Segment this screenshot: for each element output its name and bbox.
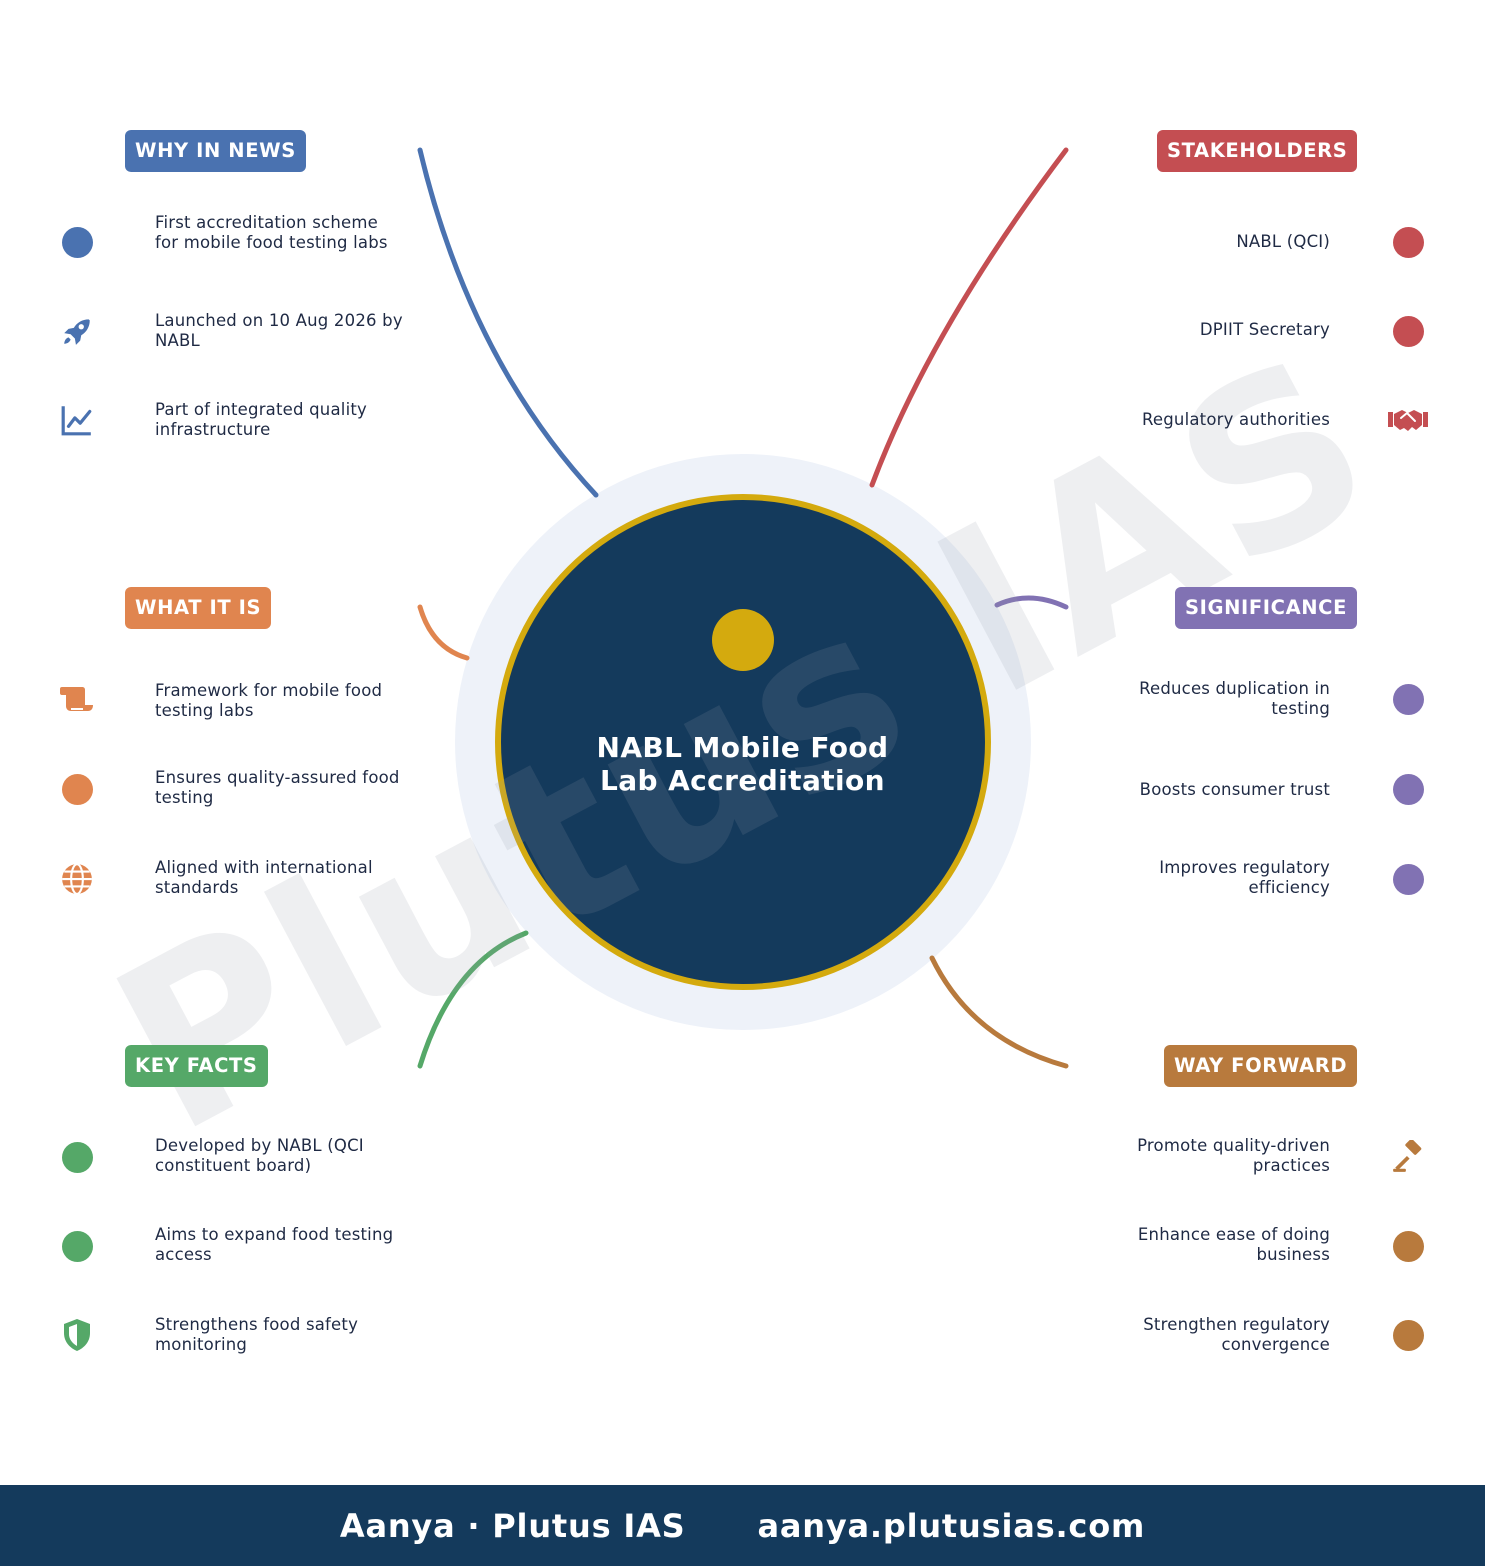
badge-stakeholders: STAKEHOLDERS bbox=[1157, 130, 1358, 172]
what-it-is-item-2: Ensures quality-assured food testing bbox=[155, 768, 400, 807]
what-it-is-item-2-icon bbox=[59, 771, 95, 807]
gavel-icon bbox=[1390, 1139, 1426, 1175]
footer-bar: Aanya · Plutus IAS aanya.plutusias.com bbox=[0, 1485, 1485, 1566]
significance-item-3: Improves regulatory efficiency bbox=[1159, 858, 1330, 897]
way-forward-item-1: Promote quality-driven practices bbox=[1137, 1136, 1330, 1175]
badge-key-facts: KEY FACTS bbox=[125, 1045, 268, 1087]
footer-website-link[interactable]: aanya.plutusias.com bbox=[757, 1506, 1146, 1545]
connector-what-it-is bbox=[417, 604, 470, 661]
key-facts-item-2-icon bbox=[59, 1228, 95, 1264]
why-in-news-item-1-icon bbox=[59, 224, 95, 260]
rocket-icon bbox=[59, 313, 95, 349]
significance-item-2: Boosts consumer trust bbox=[1139, 780, 1330, 799]
globe-icon bbox=[59, 861, 95, 897]
key-facts-item-2: Aims to expand food testing access bbox=[155, 1225, 394, 1264]
key-facts-item-1-icon bbox=[59, 1139, 95, 1175]
what-it-is-item-1: Framework for mobile food testing labs bbox=[155, 681, 383, 720]
key-facts-item-3: Strengthens food safety monitoring bbox=[155, 1315, 359, 1354]
center-title: NABL Mobile Food Lab Accreditation bbox=[596, 731, 889, 797]
why-in-news-item-1: First accreditation scheme for mobile fo… bbox=[155, 213, 388, 252]
significance-item-1-icon bbox=[1390, 681, 1426, 717]
connector-stakeholders bbox=[869, 147, 1069, 488]
significance-item-1: Reduces duplication in testing bbox=[1139, 679, 1330, 718]
scroll-icon bbox=[59, 681, 95, 717]
badge-significance: SIGNIFICANCE bbox=[1175, 587, 1358, 629]
handshake-icon bbox=[1386, 402, 1430, 438]
way-forward-item-3: Strengthen regulatory convergence bbox=[1143, 1315, 1330, 1354]
connector-way-forward bbox=[929, 955, 1069, 1069]
key-facts-item-1: Developed by NABL (QCI constituent board… bbox=[155, 1136, 364, 1175]
way-forward-item-2: Enhance ease of doing business bbox=[1137, 1225, 1330, 1264]
badge-way-forward: WAY FORWARD bbox=[1164, 1045, 1358, 1087]
what-it-is-item-3: Aligned with international standards bbox=[155, 858, 373, 897]
stakeholders-item-2: DPIIT Secretary bbox=[1199, 320, 1330, 339]
way-forward-item-3-icon bbox=[1390, 1317, 1426, 1353]
shield-icon bbox=[59, 1317, 95, 1353]
way-forward-item-2-icon bbox=[1390, 1228, 1426, 1264]
stakeholders-item-2-icon bbox=[1390, 313, 1426, 349]
connector-why-in-news bbox=[417, 147, 599, 498]
chart-line-icon bbox=[59, 402, 95, 438]
center-dot-icon bbox=[712, 609, 774, 671]
stakeholders-item-1: NABL (QCI) bbox=[1236, 232, 1330, 251]
center-circle bbox=[495, 494, 991, 990]
why-in-news-item-2: Launched on 10 Aug 2026 by NABL bbox=[155, 311, 403, 350]
why-in-news-item-3: Part of integrated quality infrastructur… bbox=[155, 400, 367, 439]
connector-significance bbox=[994, 595, 1069, 610]
connector-key-facts bbox=[417, 930, 529, 1069]
significance-item-3-icon bbox=[1390, 861, 1426, 897]
stakeholders-item-3: Regulatory authorities bbox=[1141, 410, 1330, 429]
badge-what-it-is: WHAT IT IS bbox=[125, 587, 272, 629]
stakeholders-item-1-icon bbox=[1390, 224, 1426, 260]
footer-brand: Aanya · Plutus IAS bbox=[339, 1506, 686, 1545]
significance-item-2-icon bbox=[1390, 771, 1426, 807]
badge-why-in-news: WHY IN NEWS bbox=[125, 130, 306, 172]
